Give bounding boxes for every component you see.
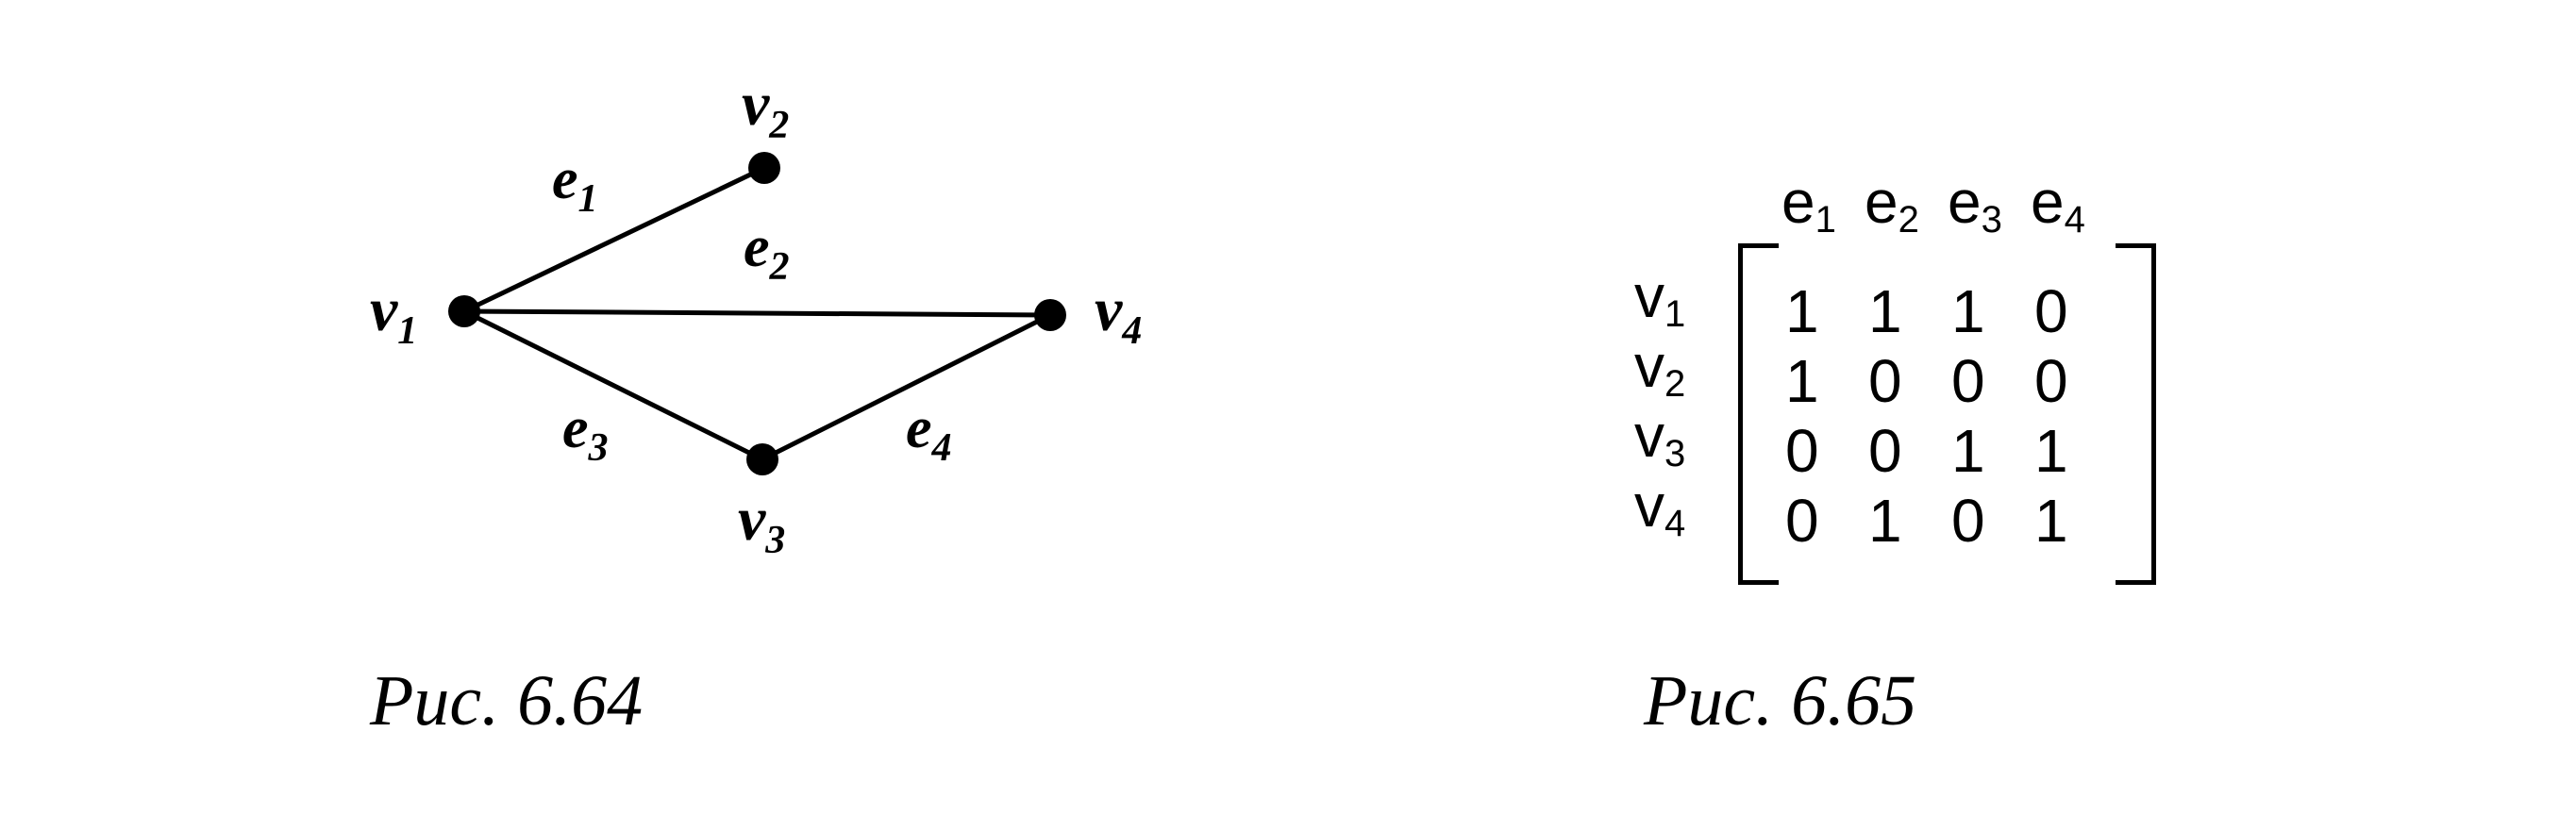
- edge-label-e3: e3: [562, 396, 609, 470]
- matrix-cell: 0: [1951, 487, 1985, 555]
- vertex-v1: [448, 295, 480, 327]
- matrix-cell: 1: [1868, 487, 1902, 555]
- matrix-cell: 0: [1785, 487, 1819, 555]
- matrix-left-bracket: [1738, 243, 1779, 585]
- matrix-cell: 0: [1951, 347, 1985, 415]
- vertex-label-v3: v3: [738, 485, 785, 562]
- matrix-cell: 0: [2034, 347, 2068, 415]
- matrix-cell: 1: [1785, 277, 1819, 345]
- vertex-label-v4: v4: [1095, 275, 1142, 353]
- column-header-e3: e3: [1948, 168, 2002, 241]
- figure-caption-matrix: Puc. 6.65: [1644, 661, 1917, 740]
- row-header-v1: v1: [1634, 262, 1686, 335]
- matrix-cell: 0: [1868, 347, 1902, 415]
- matrix-cell: 1: [1951, 417, 1985, 485]
- matrix-right-bracket: [2116, 243, 2156, 585]
- vertex-v4: [1034, 299, 1066, 331]
- figure-caption-graph: Puc. 6.64: [370, 661, 644, 740]
- matrix-cell: 0: [2034, 277, 2068, 345]
- graph-diagram: v1 v2 v3 v4 e1 e2 e3 e4: [370, 70, 1142, 562]
- vertex-label-v1: v1: [370, 275, 417, 353]
- edge-label-e2: e2: [744, 215, 790, 289]
- edge-label-e4: e4: [906, 396, 952, 470]
- vertex-v3: [746, 443, 778, 475]
- row-header-v4: v4: [1634, 472, 1686, 544]
- matrix-cell: 1: [1785, 347, 1819, 415]
- column-header-e2: e2: [1865, 168, 1919, 241]
- column-header-e1: e1: [1781, 168, 1836, 241]
- edge-e3: [462, 308, 764, 462]
- matrix-cell: 1: [2034, 417, 2068, 485]
- incidence-matrix: e1 e2 e3 e4 v1 v2 v3 v4 1 1 1 0 1 0 0 0 …: [1585, 151, 2170, 604]
- vertex-v2: [748, 152, 780, 184]
- row-header-v3: v3: [1634, 402, 1686, 474]
- matrix-cell: 1: [1951, 277, 1985, 345]
- edge-label-e1: e1: [552, 147, 598, 221]
- column-header-e4: e4: [2031, 168, 2085, 241]
- edge-e1: [462, 165, 766, 314]
- matrix-cell: 1: [2034, 487, 2068, 555]
- matrix-cell: 0: [1785, 417, 1819, 485]
- vertex-label-v2: v2: [742, 70, 789, 147]
- edge-e2: [463, 308, 1051, 318]
- matrix-cell: 0: [1868, 417, 1902, 485]
- matrix-cell: 1: [1868, 277, 1902, 345]
- row-header-v2: v2: [1634, 332, 1686, 405]
- edge-e4: [761, 312, 1052, 462]
